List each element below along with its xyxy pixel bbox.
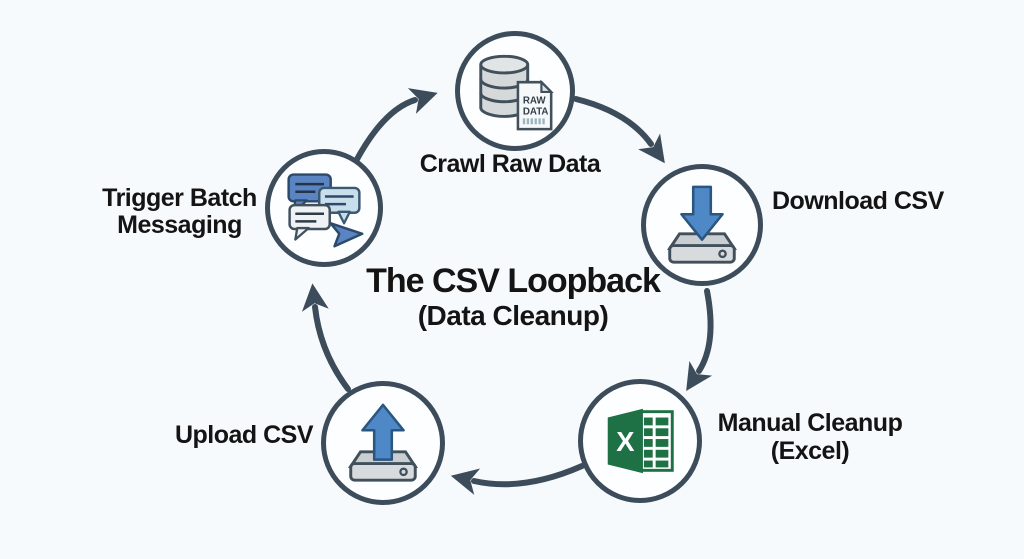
- upload-from-drive-icon: [347, 403, 419, 482]
- node-crawl-raw-data: RAW DATA: [455, 31, 575, 151]
- diagram-title-line1: The CSV Loopback: [366, 262, 661, 300]
- node-manual-cleanup-excel: X: [578, 379, 702, 503]
- download-to-drive-icon: [666, 185, 738, 264]
- diagram-title-line2: (Data Cleanup): [417, 300, 609, 331]
- svg-text:DATA: DATA: [523, 106, 549, 117]
- node-label-trigger-batch-messaging: Trigger Batch Messaging: [77, 185, 282, 239]
- arrow-upload-to-trigger: [301, 283, 351, 392]
- chat-messages-icon: [287, 173, 364, 248]
- node-label-manual-cleanup: Manual Cleanup (Excel): [700, 409, 920, 465]
- svg-text:RAW: RAW: [523, 96, 547, 107]
- node-download-csv: [641, 164, 763, 286]
- arrow-crawl-to-download: [573, 96, 665, 164]
- node-label-download-csv: Download CSV: [772, 187, 944, 215]
- manual-cleanup-line2: (Excel): [770, 437, 850, 465]
- trigger-batch-line1: Trigger Batch: [102, 184, 257, 212]
- arrow-manual-to-upload: [450, 463, 585, 495]
- svg-text:X: X: [616, 426, 635, 457]
- trigger-batch-line2: Messaging: [117, 211, 242, 239]
- excel-icon: X: [607, 408, 674, 474]
- node-label-upload-csv: Upload CSV: [174, 421, 314, 449]
- arrow-trigger-to-crawl: [352, 88, 438, 166]
- diagram-title: The CSV Loopback (Data Cleanup): [343, 262, 683, 332]
- node-label-crawl-raw-data: Crawl Raw Data: [419, 150, 601, 178]
- database-raw-data-icon: RAW DATA: [479, 54, 554, 131]
- node-upload-csv: [321, 381, 445, 505]
- arrow-download-to-manual: [686, 288, 714, 391]
- node-trigger-batch-messaging: [265, 149, 383, 267]
- manual-cleanup-line1: Manual Cleanup: [717, 409, 903, 437]
